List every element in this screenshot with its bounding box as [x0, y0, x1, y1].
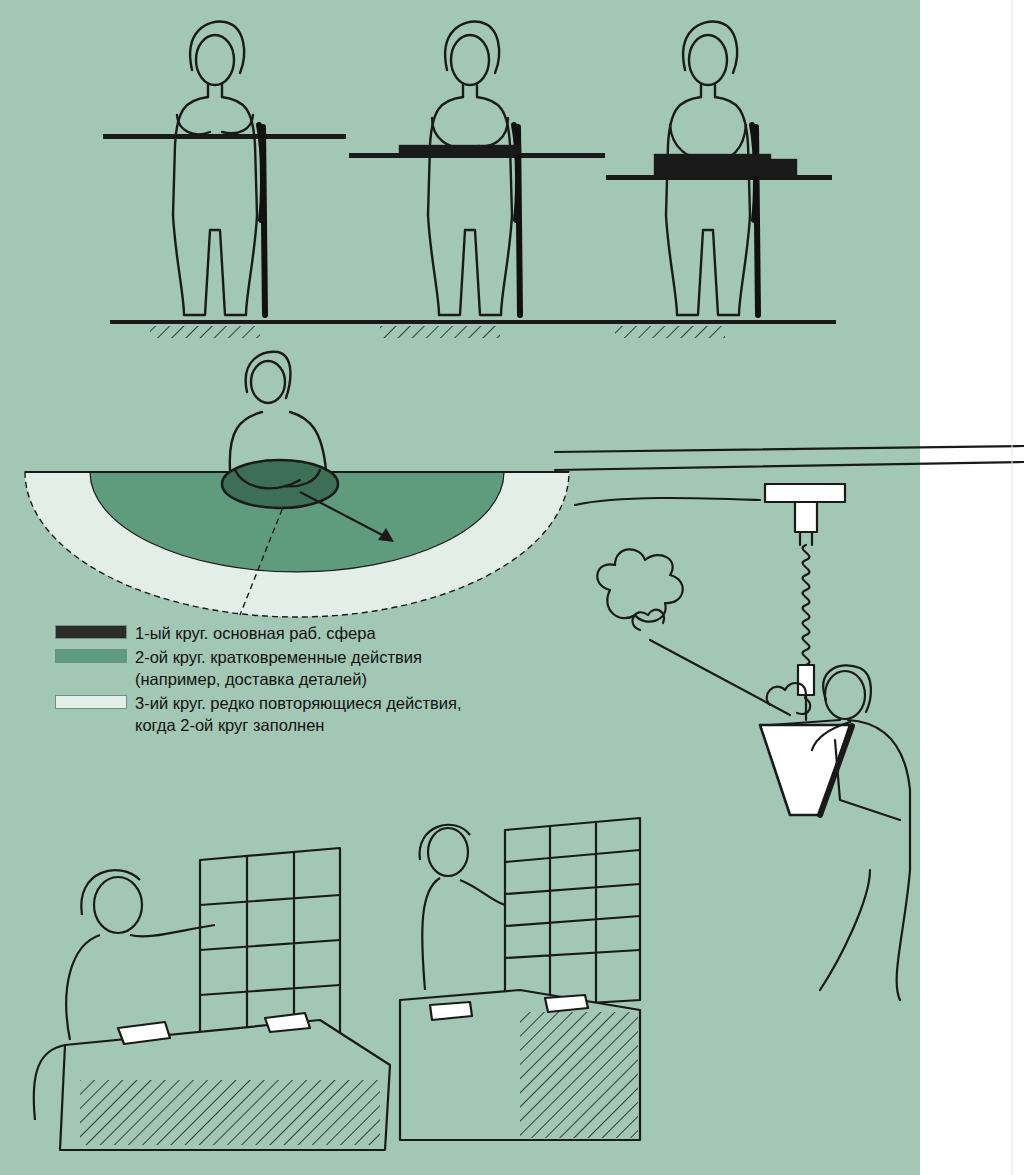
legend: 1-ый круг. основная раб. сфера2-ой круг.…: [55, 622, 500, 738]
legend-text: 3-ий круг. редко повторяющиеся действия,…: [135, 692, 500, 736]
legend-entry: 1-ый круг. основная раб. сфера: [55, 622, 500, 644]
legend-text: 2-ой круг. кратковременные действия (нап…: [135, 646, 500, 690]
legend-swatch: [55, 695, 127, 709]
reach-zones: [25, 352, 569, 617]
legend-swatch: [55, 649, 127, 663]
legend-entry: 2-ой круг. кратковременные действия (нап…: [55, 646, 500, 690]
drawer-workstations: [34, 818, 640, 1150]
legend-entry: 3-ий круг. редко повторяющиеся действия,…: [55, 692, 500, 736]
legend-swatch: [55, 625, 127, 639]
background: [0, 0, 920, 1175]
legend-text: 1-ый круг. основная раб. сфера: [135, 622, 500, 644]
page-edge: [1012, 0, 1013, 1175]
working-heights: [103, 22, 836, 338]
margin-strip: [920, 0, 1024, 1175]
